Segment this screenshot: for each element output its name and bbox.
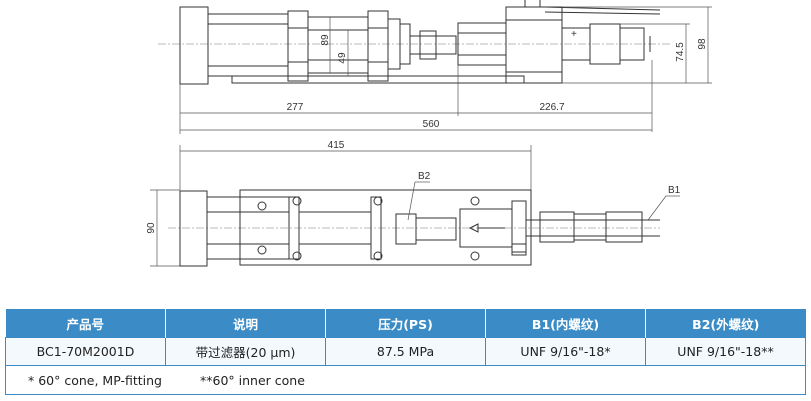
note-cell: * 60° cone, MP-fitting **60° inner cone xyxy=(5,365,806,395)
dim-226-7: 226.7 xyxy=(539,102,564,113)
cell-product-no: BC1-70M2001D xyxy=(5,337,166,366)
dim-49: 49 xyxy=(337,52,348,64)
technical-drawing: + 89 49 98 74.5 277 xyxy=(146,0,712,267)
label-b1: B1 xyxy=(668,185,681,196)
header-description: 说明 xyxy=(165,309,326,338)
dim-277: 277 xyxy=(287,102,304,113)
spec-table: 产品号 说明 压力(PS) B1(内螺纹) B2(外螺纹) BC1-70M200… xyxy=(5,309,806,395)
header-b1: B1(内螺纹) xyxy=(485,309,646,338)
cell-description: 带过滤器(20 μm) xyxy=(165,337,326,366)
header-pressure: 压力(PS) xyxy=(325,309,486,338)
label-b2: B2 xyxy=(418,171,431,182)
cell-pressure: 87.5 MPa xyxy=(325,337,486,366)
dim-98: 98 xyxy=(697,38,708,50)
dim-560: 560 xyxy=(423,119,440,130)
header-product-no: 产品号 xyxy=(5,309,166,338)
table-row: BC1-70M2001D 带过滤器(20 μm) 87.5 MPa UNF 9/… xyxy=(5,337,806,366)
dim-89: 89 xyxy=(320,34,331,46)
cell-b2: UNF 9/16"-18** xyxy=(645,337,806,366)
cell-b1: UNF 9/16"-18* xyxy=(485,337,646,366)
svg-text:+: + xyxy=(571,29,577,40)
note-2: **60° inner cone xyxy=(200,372,305,388)
bottom-view: 415 90 xyxy=(146,140,681,267)
table-note-row: * 60° cone, MP-fitting **60° inner cone xyxy=(5,365,806,395)
note-1: * 60° cone, MP-fitting xyxy=(28,372,162,388)
dim-90: 90 xyxy=(146,222,157,234)
dim-415: 415 xyxy=(328,140,345,151)
dim-74-5: 74.5 xyxy=(675,42,686,62)
header-b2: B2(外螺纹) xyxy=(645,309,806,338)
table-header-row: 产品号 说明 压力(PS) B1(内螺纹) B2(外螺纹) xyxy=(5,309,806,338)
top-view: + 89 49 98 74.5 277 xyxy=(158,0,712,134)
